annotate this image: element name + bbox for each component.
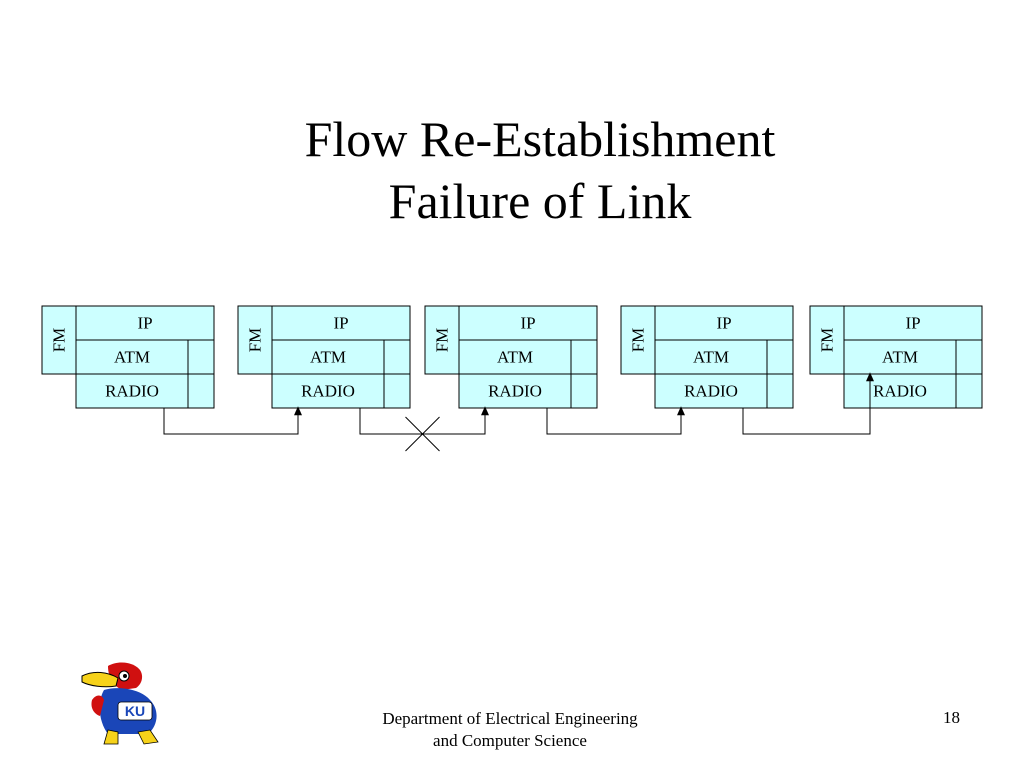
atm-label: ATM [310, 348, 346, 367]
radio-layer [271, 373, 411, 409]
stack-2: FM IP ATM RADIO [237, 305, 411, 409]
radio-label: RADIO [684, 382, 738, 401]
slide-title: Flow Re-Establishment Failure of Link [230, 108, 850, 232]
link-line [742, 380, 871, 435]
stack-4: FM IP ATM RADIO [620, 305, 794, 409]
footer-line-1: Department of Electrical Engineering [382, 709, 638, 728]
link-4 [742, 372, 874, 435]
link-arrowhead [294, 406, 302, 416]
fm-label: FM [629, 328, 648, 353]
radio-layer [75, 373, 215, 409]
atm-layer [843, 339, 983, 375]
fm-label: FM [50, 328, 69, 353]
fm-box [41, 305, 77, 375]
radio-label: RADIO [105, 382, 159, 401]
page-number: 18 [943, 708, 960, 727]
radio-label: RADIO [301, 382, 355, 401]
radio-label: RADIO [873, 382, 927, 401]
link-1 [163, 406, 302, 435]
title-line-1: Flow Re-Establishment [304, 111, 776, 167]
ip-label: IP [333, 314, 348, 333]
link-arrowhead [866, 372, 874, 382]
link-arrowhead [677, 406, 685, 416]
atm-label: ATM [114, 348, 150, 367]
logo-letters: KU [125, 703, 145, 719]
stack-5: FM IP ATM RADIO [809, 305, 983, 409]
radio-label: RADIO [488, 382, 542, 401]
title-line-2: Failure of Link [388, 173, 692, 229]
fm-box [424, 305, 460, 375]
fm-label: FM [246, 328, 265, 353]
fm-label: FM [433, 328, 452, 353]
jayhawk-logo: KU [81, 662, 159, 745]
ip-label: IP [137, 314, 152, 333]
link-3 [546, 406, 685, 435]
link-line [359, 408, 486, 435]
atm-label: ATM [497, 348, 533, 367]
ip-layer [271, 305, 411, 341]
link-arrowhead [481, 406, 489, 416]
ip-layer [458, 305, 598, 341]
stack-1: FM IP ATM RADIO [41, 305, 215, 409]
radio-layer [458, 373, 598, 409]
ip-label: IP [520, 314, 535, 333]
ip-label: IP [905, 314, 920, 333]
link-line [163, 408, 299, 435]
fm-box [809, 305, 845, 375]
link-2 [359, 406, 489, 452]
atm-layer [271, 339, 411, 375]
link-failure-mark [405, 416, 440, 452]
atm-label: ATM [882, 348, 918, 367]
atm-layer [75, 339, 215, 375]
link-line [546, 408, 682, 435]
fm-label: FM [818, 328, 837, 353]
ip-layer [75, 305, 215, 341]
radio-layer [654, 373, 794, 409]
footer-department: Department of Electrical Engineering and… [340, 708, 680, 752]
stack-3: FM IP ATM RADIO [424, 305, 598, 409]
footer-line-2: and Computer Science [433, 731, 587, 750]
fm-box [620, 305, 656, 375]
atm-label: ATM [693, 348, 729, 367]
ip-label: IP [716, 314, 731, 333]
